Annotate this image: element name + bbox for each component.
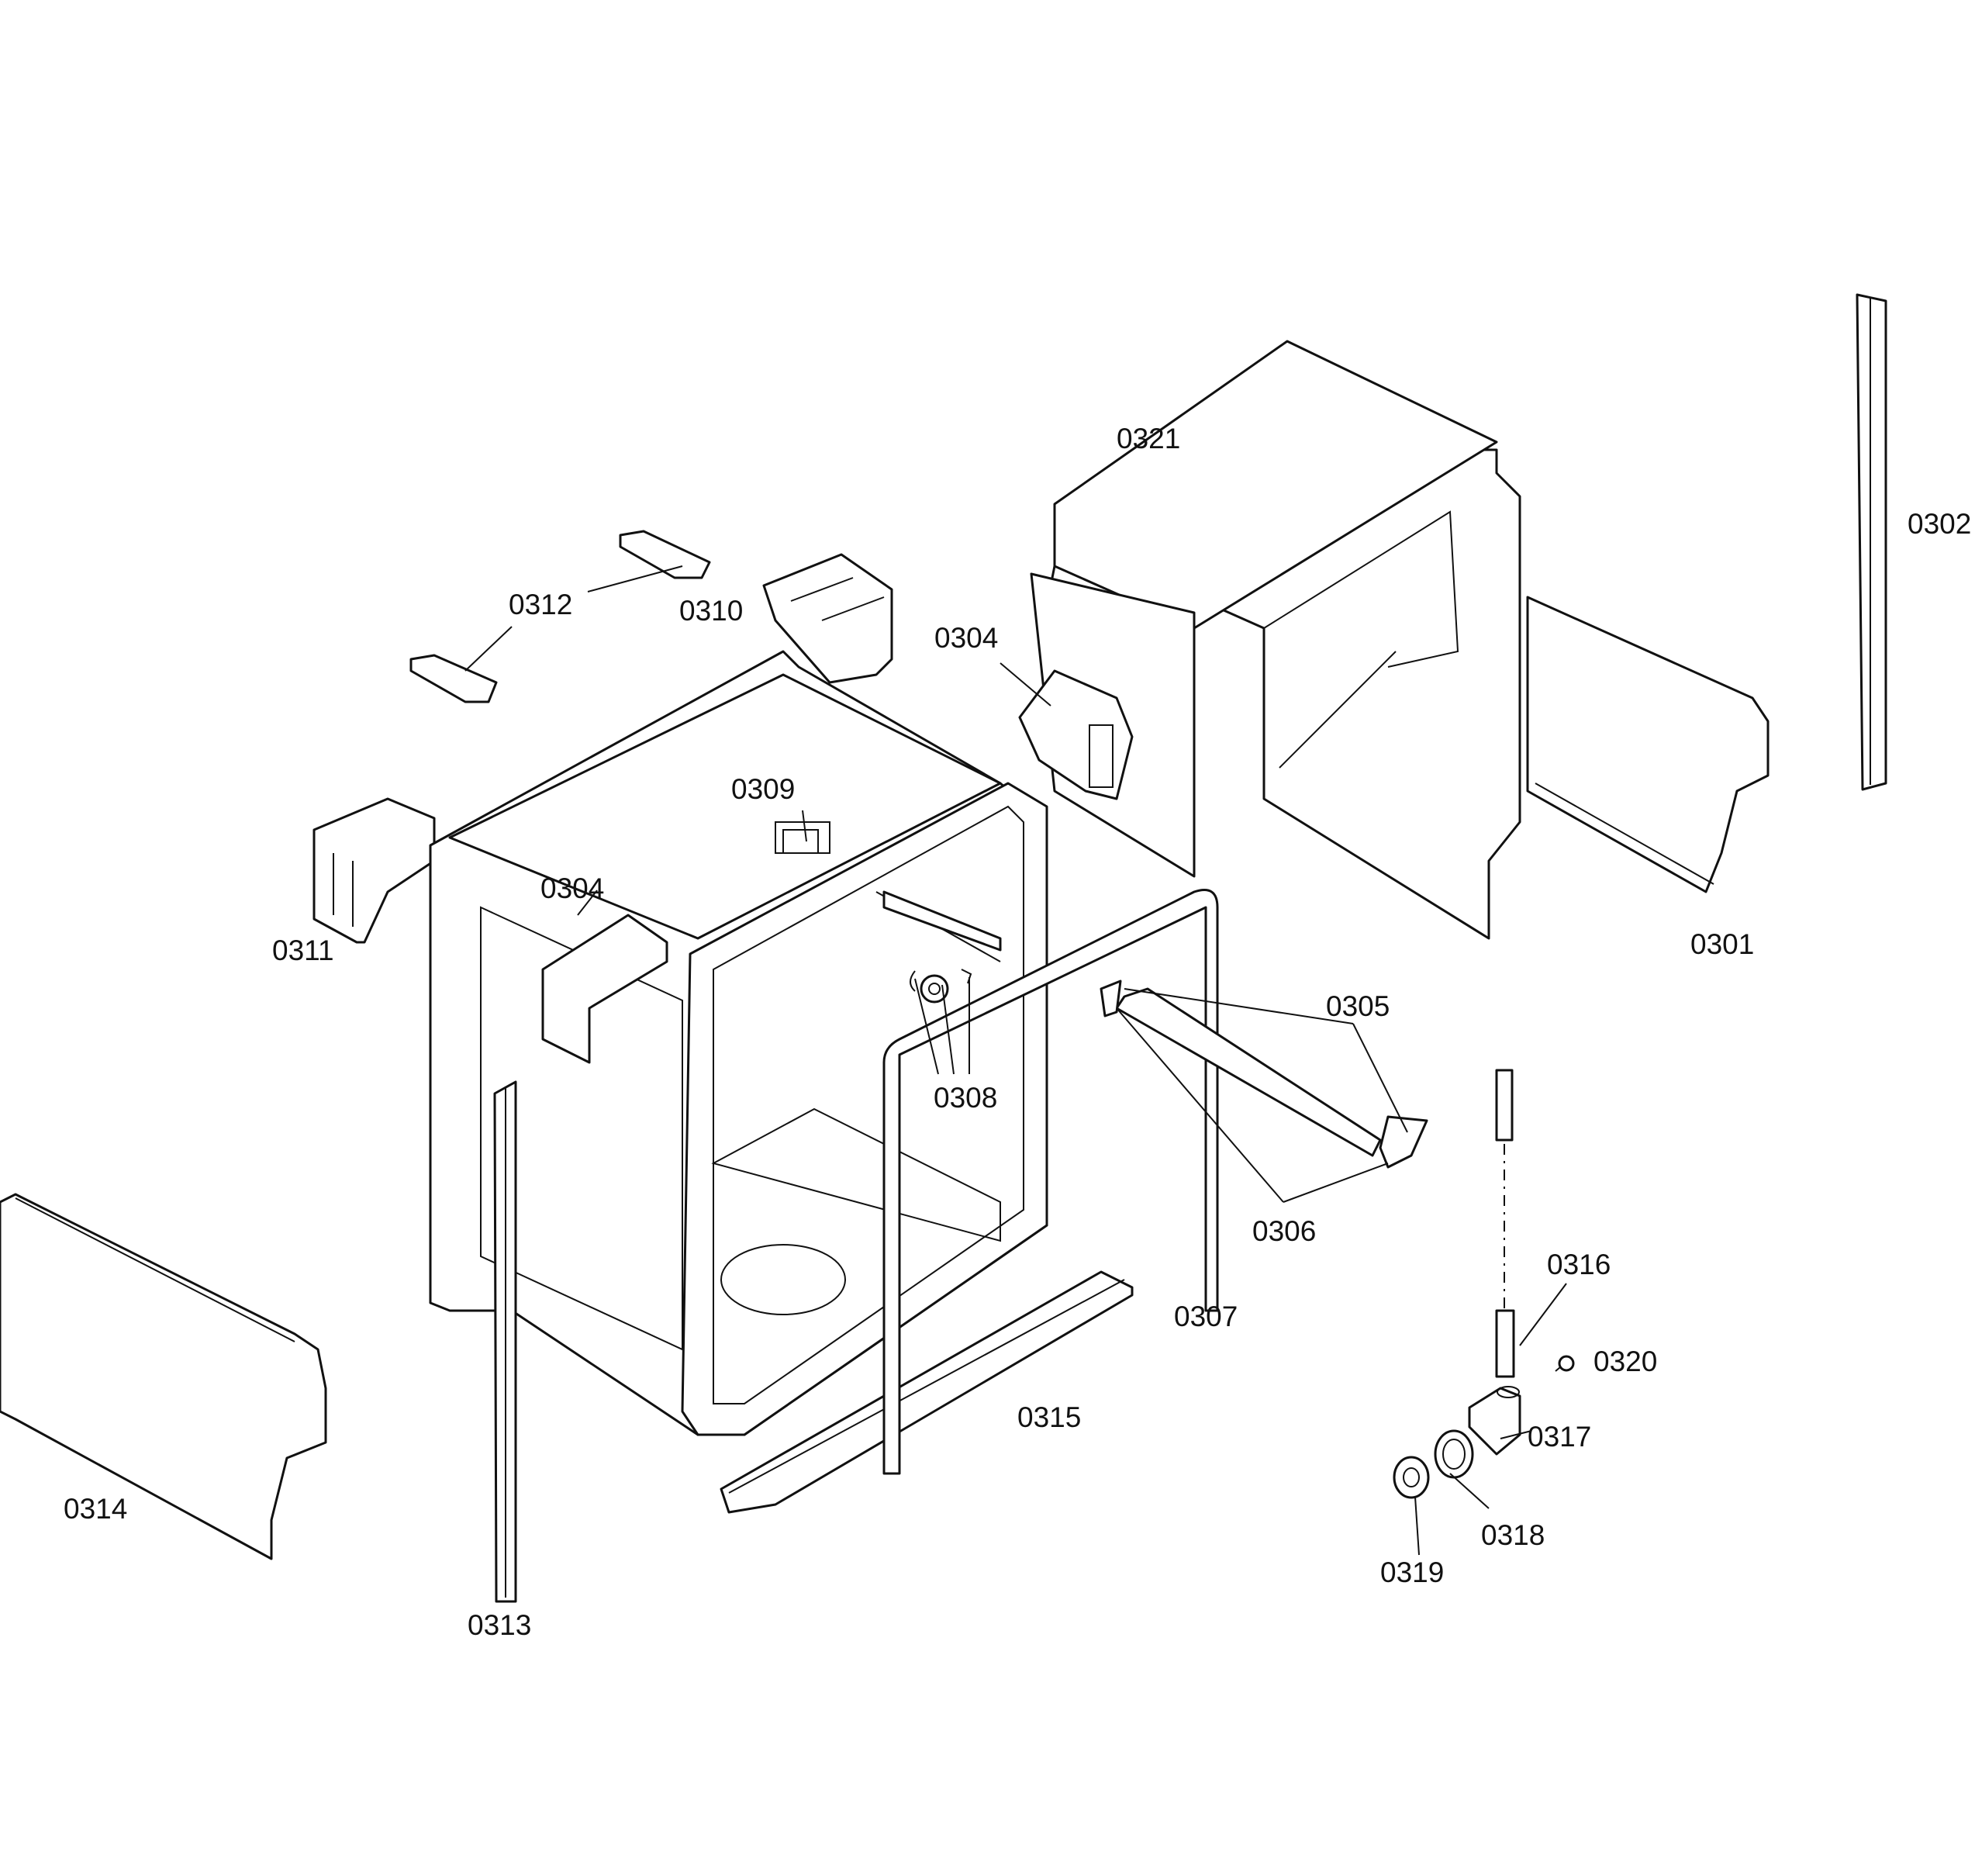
callout-0304-right: 0304	[934, 622, 998, 654]
leader-lines	[464, 565, 1567, 1556]
callout-0309: 0309	[731, 773, 795, 805]
callout-0301: 0301	[1690, 928, 1754, 960]
callout-0321: 0321	[1117, 423, 1180, 454]
callout-0305: 0305	[1326, 990, 1390, 1022]
callout-0314: 0314	[64, 1493, 127, 1525]
callout-0315: 0315	[1017, 1401, 1081, 1433]
part-0317-connector	[1468, 1386, 1521, 1456]
callout-0318: 0318	[1481, 1519, 1545, 1551]
part-0308-hardware	[882, 890, 1002, 1004]
part-0311-bracket	[312, 797, 436, 944]
part-0307-gasket	[882, 889, 1219, 1475]
callout-0317: 0317	[1528, 1421, 1591, 1453]
callout-0311: 0311	[272, 935, 334, 966]
callout-0304-left: 0304	[540, 872, 604, 904]
part-0313-side-strip	[493, 1080, 517, 1603]
part-0310-bracket	[762, 553, 893, 684]
callout-0319: 0319	[1380, 1556, 1444, 1588]
part-0320-screw	[1555, 1355, 1575, 1372]
part-0319-cap	[1393, 1456, 1430, 1499]
callout-0306: 0306	[1252, 1215, 1316, 1247]
part-0305-rail	[1100, 979, 1428, 1169]
callout-0310: 0310	[679, 595, 743, 627]
callout-0313: 0313	[468, 1609, 531, 1641]
part-0318-ring	[1434, 1429, 1474, 1479]
callout-0308: 0308	[934, 1082, 997, 1114]
part-0315-bottom-rail	[720, 1270, 1134, 1514]
callout-0312: 0312	[509, 589, 572, 620]
callout-0302: 0302	[1908, 508, 1971, 540]
part-0316-spray-tube	[1495, 1069, 1515, 1378]
part-0314-panel	[0, 1193, 327, 1560]
callout-0320: 0320	[1593, 1346, 1657, 1377]
part-0312-plates	[409, 530, 711, 703]
callout-0307: 0307	[1174, 1301, 1238, 1332]
part-0302-side-strip	[1856, 293, 1887, 791]
callout-0316: 0316	[1547, 1249, 1611, 1280]
part-tub	[429, 650, 1048, 1436]
